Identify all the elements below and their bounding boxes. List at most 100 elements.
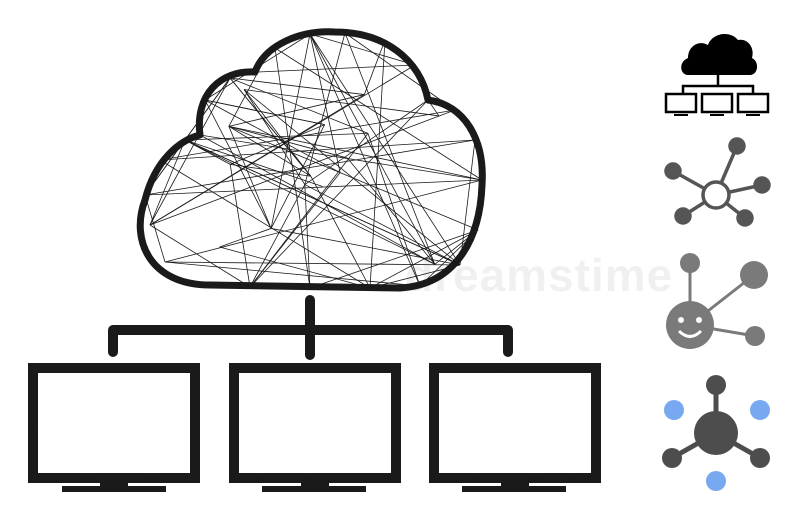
mesh-line xyxy=(228,94,365,127)
mesh-line xyxy=(309,229,479,289)
mesh-line xyxy=(149,64,416,226)
mesh-line xyxy=(459,139,476,266)
mesh-line xyxy=(144,194,166,263)
mesh-line xyxy=(219,228,272,248)
mesh-line xyxy=(271,228,461,266)
mesh-line xyxy=(257,64,416,73)
mesh-line xyxy=(164,261,421,287)
mesh-line xyxy=(228,126,312,177)
mesh-line xyxy=(28,465,38,473)
mesh-line xyxy=(369,39,386,289)
mesh-line xyxy=(363,39,386,95)
mesh-line xyxy=(270,33,311,229)
social-network-smiley-icon xyxy=(666,253,768,349)
mesh-line xyxy=(255,473,329,483)
mesh-line xyxy=(473,473,485,483)
mesh-line xyxy=(256,363,296,373)
mesh-line xyxy=(434,473,535,483)
mesh-line xyxy=(199,134,483,181)
hub-connections-icon xyxy=(664,137,771,227)
mesh-line xyxy=(288,473,325,483)
mesh-line xyxy=(229,381,239,412)
mesh-line xyxy=(347,157,436,265)
mesh-line xyxy=(309,33,341,173)
mesh-line xyxy=(159,159,371,289)
mesh-line xyxy=(144,77,231,196)
mesh-line xyxy=(448,363,484,373)
mesh-line xyxy=(28,379,38,468)
mesh-line xyxy=(304,32,346,185)
mesh-line xyxy=(391,450,401,470)
mesh-line xyxy=(229,434,239,474)
mesh-line xyxy=(229,77,369,134)
mesh-line xyxy=(130,473,181,483)
mesh-line xyxy=(229,445,239,456)
mesh-line xyxy=(304,99,429,185)
mesh-line xyxy=(542,473,590,483)
mesh-line xyxy=(229,164,251,288)
mesh-line xyxy=(149,139,186,226)
cloud-network-mesh-icon xyxy=(28,28,601,492)
mesh-line xyxy=(339,172,479,231)
cloud-network-icon xyxy=(664,33,770,116)
mesh-line xyxy=(310,176,371,289)
mesh-line xyxy=(159,139,186,161)
monitor-left xyxy=(28,363,200,492)
mesh-line xyxy=(329,363,352,373)
mesh-line xyxy=(228,125,341,173)
mesh-line xyxy=(204,99,325,126)
monitor-center xyxy=(229,363,401,492)
mesh-line xyxy=(274,47,311,289)
mesh-line xyxy=(144,139,476,196)
mesh-line xyxy=(270,124,325,229)
mesh-line xyxy=(304,184,311,289)
mesh-line xyxy=(229,77,365,95)
monitor-mesh-lines xyxy=(28,363,601,483)
mesh-line xyxy=(309,33,421,287)
mesh-line xyxy=(53,363,152,373)
mesh-line xyxy=(259,473,384,483)
mesh-line xyxy=(100,473,178,483)
mesh-line xyxy=(391,398,401,408)
mesh-line xyxy=(367,133,421,287)
mesh-line xyxy=(73,473,99,483)
mesh-line xyxy=(28,393,38,423)
mesh-line xyxy=(28,377,38,387)
mesh-line xyxy=(344,32,436,265)
mesh-line xyxy=(106,363,154,373)
mesh-line xyxy=(591,368,601,387)
mesh-line xyxy=(144,179,483,196)
mesh-line xyxy=(61,473,168,483)
mesh-line xyxy=(429,421,439,441)
mesh-line xyxy=(369,264,461,289)
mesh-line xyxy=(228,125,483,181)
mesh-line xyxy=(309,32,346,35)
hub-nodes-icon xyxy=(662,375,770,491)
mesh-line xyxy=(427,99,440,117)
mesh-line xyxy=(184,139,323,187)
network-connector xyxy=(108,295,513,360)
mesh-line xyxy=(229,77,312,177)
mesh-line xyxy=(184,139,461,266)
mesh-line xyxy=(344,32,456,111)
mesh-line xyxy=(69,473,97,483)
mesh-line xyxy=(591,427,601,436)
mesh-line xyxy=(459,363,510,373)
mesh-line xyxy=(442,363,474,373)
mesh-line xyxy=(149,224,251,288)
mesh-line xyxy=(490,473,593,483)
mesh-line xyxy=(433,363,513,373)
mesh-line xyxy=(249,99,429,288)
mesh-line xyxy=(309,33,416,66)
cloud-mesh-lines xyxy=(144,32,483,289)
mesh-line xyxy=(219,246,371,289)
mesh-line xyxy=(184,139,435,265)
mesh-line xyxy=(249,184,306,288)
mesh-line xyxy=(28,370,38,405)
monitor-right xyxy=(429,363,601,492)
mesh-line xyxy=(489,363,578,373)
mesh-line xyxy=(230,124,325,165)
mesh-line xyxy=(190,371,200,428)
mesh-line xyxy=(419,229,479,287)
